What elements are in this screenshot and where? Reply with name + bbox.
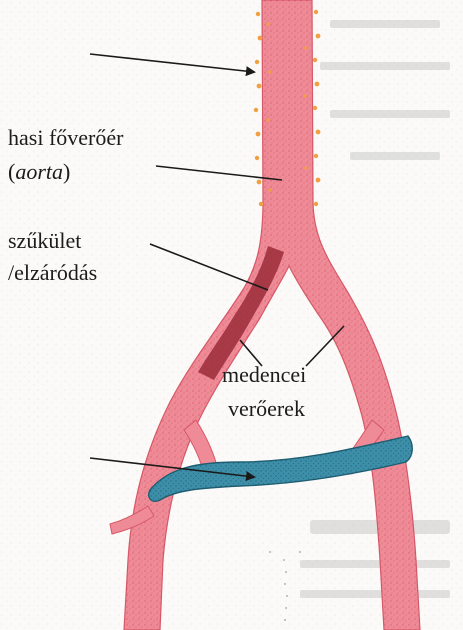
stenosis-label-line1: szűkület bbox=[8, 230, 81, 252]
pelvic-label-line1: medencei bbox=[222, 364, 306, 386]
stenosis-label-line2: /elzáródás bbox=[8, 262, 97, 284]
aorta-latin-term: aorta bbox=[15, 159, 63, 184]
pelvic-label-line2: verőerek bbox=[228, 398, 305, 420]
aorta-label-line2: (aorta) bbox=[8, 161, 70, 183]
aorta-paren-close: ) bbox=[63, 159, 70, 184]
aorta-label-line1: hasi főverőér bbox=[8, 127, 123, 149]
